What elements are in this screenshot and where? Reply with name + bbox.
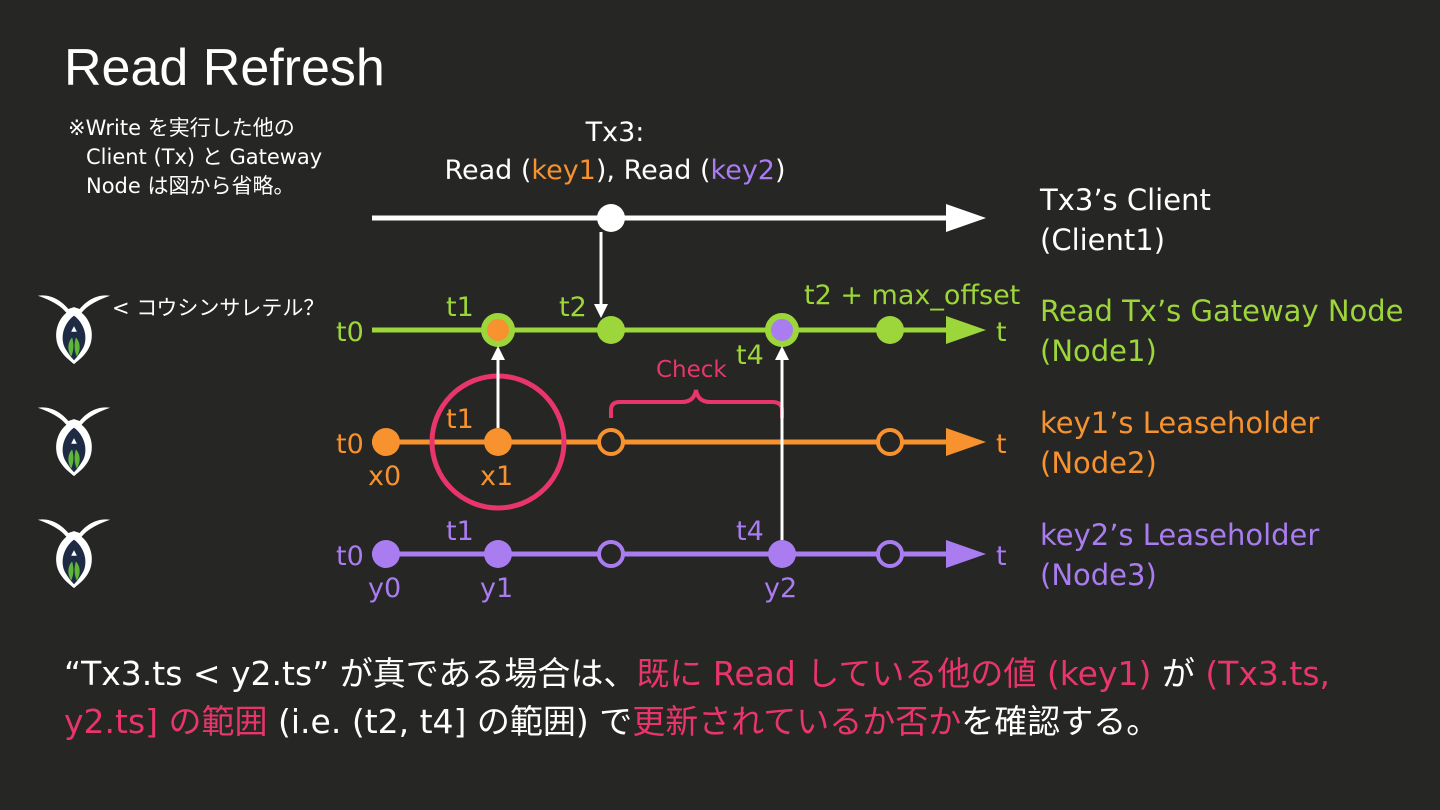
node2-empty-point bbox=[878, 430, 902, 454]
node1-t4-label: t4 bbox=[736, 340, 764, 371]
explanation-part-2: 既に Read している他の値 bbox=[636, 654, 1036, 693]
explanation-text: “Tx3.ts < y2.ts” が真である場合は、既に Read している他の… bbox=[64, 650, 1404, 746]
node3-arrowhead bbox=[946, 540, 986, 568]
node1-arrowhead bbox=[946, 316, 986, 344]
node1-offset-label: t2 + max_offset bbox=[804, 280, 1020, 311]
node1-t1-point bbox=[484, 316, 512, 344]
node1-t1-label: t1 bbox=[446, 292, 474, 323]
node1-t2-point bbox=[597, 316, 625, 344]
node3-t-label: t bbox=[996, 541, 1007, 572]
cockroach-logo-icon bbox=[38, 295, 110, 364]
node2-t-label: t bbox=[996, 429, 1007, 460]
node2-x0-point bbox=[372, 428, 400, 456]
node3-y1-label: y1 bbox=[480, 573, 513, 604]
node3-y2-point bbox=[768, 540, 796, 568]
cockroach-logo-icon bbox=[38, 519, 110, 588]
node2-arrowhead bbox=[946, 428, 986, 456]
explanation-part-3: (key1) bbox=[1036, 654, 1162, 693]
node2-x1-label: x1 bbox=[480, 461, 513, 492]
node3-y0-label: y0 bbox=[368, 573, 401, 604]
client-request-point bbox=[597, 204, 625, 232]
node2-x1-point bbox=[484, 428, 512, 456]
explanation-part-1: “Tx3.ts < y2.ts” が真である場合は、 bbox=[64, 654, 636, 693]
node2-x0-label: x0 bbox=[368, 461, 401, 492]
node3-t1-label: t1 bbox=[446, 516, 474, 547]
node2-t1-label: t1 bbox=[446, 404, 474, 435]
x1-response-arrowhead bbox=[491, 346, 505, 360]
client-arrowhead bbox=[946, 204, 986, 232]
node3-t0-label: t0 bbox=[336, 541, 364, 572]
explanation-part-8: 更新されているか否か bbox=[632, 702, 961, 741]
cockroach-logo-icon bbox=[38, 407, 110, 476]
node3-t4-label: t4 bbox=[736, 516, 764, 547]
explanation-part-7: (i.e. (t2, t4] の範囲) で bbox=[268, 702, 633, 741]
explanation-part-9: を確認する。 bbox=[961, 702, 1159, 741]
node3-empty-point bbox=[599, 542, 623, 566]
node3-y1-point bbox=[484, 540, 512, 568]
check-label: Check bbox=[656, 357, 727, 383]
node1-t-label: t bbox=[996, 317, 1007, 348]
node1-t0-label: t0 bbox=[336, 317, 364, 348]
explanation-part-6: y2.ts] の範囲 bbox=[64, 702, 268, 741]
node2-empty-point bbox=[599, 430, 623, 454]
request-arrowhead bbox=[594, 304, 608, 318]
node1-t4-point bbox=[768, 316, 796, 344]
check-brace bbox=[611, 390, 782, 418]
node1-t2-label: t2 bbox=[559, 292, 587, 323]
explanation-part-5: (Tx3.ts, bbox=[1205, 654, 1330, 693]
node2-t0-label: t0 bbox=[336, 429, 364, 460]
y2-response-arrowhead bbox=[775, 346, 789, 360]
explanation-part-4: が bbox=[1162, 654, 1206, 693]
node3-y0-point bbox=[372, 540, 400, 568]
node1-offset-point bbox=[876, 316, 904, 344]
node3-y2-label: y2 bbox=[764, 573, 797, 604]
node3-empty-point bbox=[878, 542, 902, 566]
